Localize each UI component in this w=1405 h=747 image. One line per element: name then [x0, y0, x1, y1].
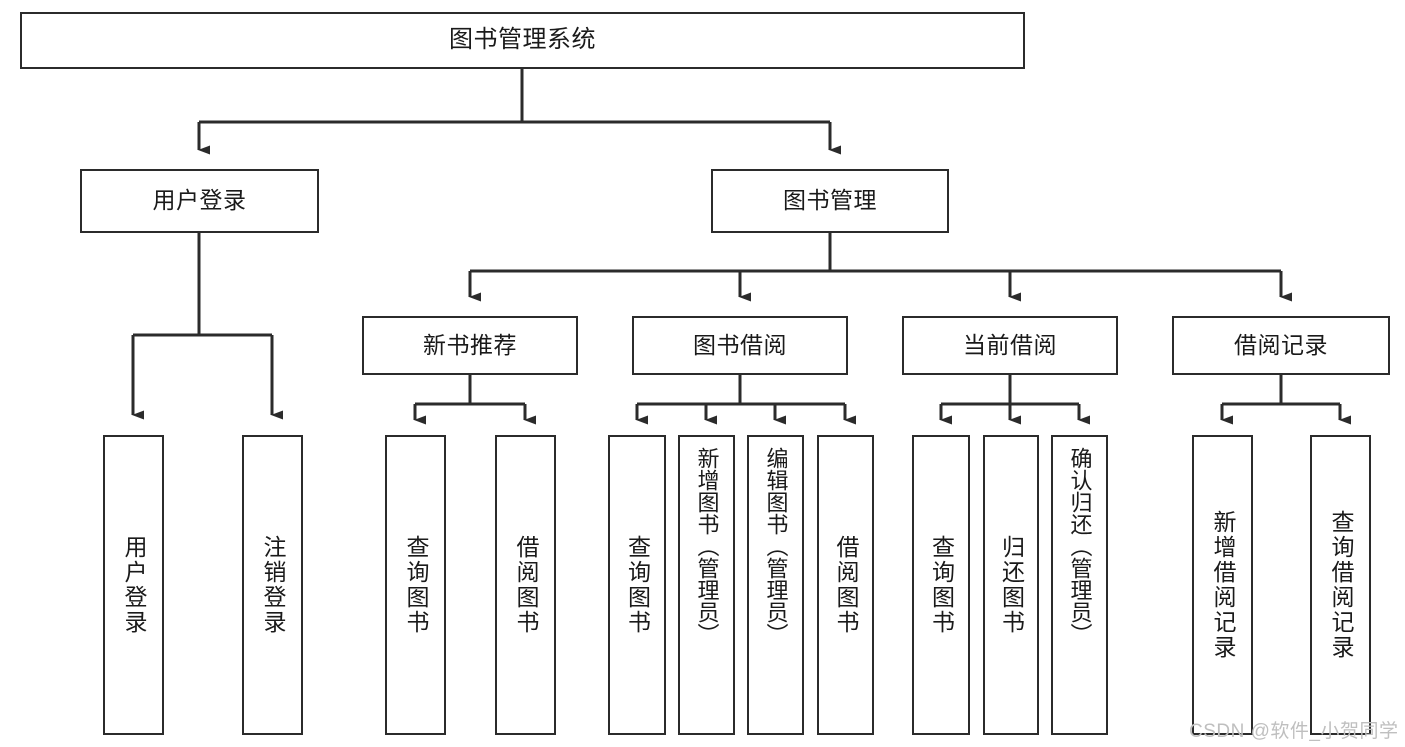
leaf-return-book[interactable]: 归还图书 [983, 435, 1039, 735]
node-label: 图书管理 [783, 187, 877, 214]
node-label: 借阅图书 [513, 535, 539, 635]
node-label: 查询图书 [928, 535, 955, 635]
leaf-add-book-admin[interactable]: 新增图书（管理员） [678, 435, 735, 735]
node-label: 借阅图书 [833, 535, 859, 635]
node-label: 新增借阅记录 [1210, 510, 1236, 660]
node-label: 图书管理系统 [449, 26, 596, 54]
node-label: 用户登录 [121, 535, 147, 635]
node-label: 注销登录 [260, 535, 286, 635]
leaf-confirm-return-admin[interactable]: 确认归还（管理员） [1051, 435, 1108, 735]
leaf-borrow-book-recommend[interactable]: 借阅图书 [495, 435, 556, 735]
node-label: 当前借阅 [963, 331, 1057, 358]
leaf-add-borrow-record[interactable]: 新增借阅记录 [1192, 435, 1253, 735]
node-new-book-recommend[interactable]: 新书推荐 [362, 316, 578, 375]
leaf-logout-login[interactable]: 注销登录 [242, 435, 303, 735]
watermark-text: CSDN @软件_小贺同学 [1189, 721, 1399, 742]
node-user-login[interactable]: 用户登录 [80, 169, 319, 233]
node-label: 用户登录 [152, 187, 247, 214]
leaf-query-borrow-record[interactable]: 查询借阅记录 [1310, 435, 1371, 735]
node-borrow-record[interactable]: 借阅记录 [1172, 316, 1390, 375]
node-book-management[interactable]: 图书管理 [711, 169, 949, 233]
node-label: 图书借阅 [693, 331, 787, 358]
node-root-book-management-system[interactable]: 图书管理系统 [20, 12, 1025, 69]
leaf-borrow-book-borrow[interactable]: 借阅图书 [817, 435, 874, 735]
node-label: 借阅记录 [1234, 331, 1328, 358]
node-book-borrow[interactable]: 图书借阅 [632, 316, 848, 375]
node-label: 确认归还（管理员） [1067, 447, 1093, 645]
node-current-borrow[interactable]: 当前借阅 [902, 316, 1118, 375]
leaf-query-book-borrow[interactable]: 查询图书 [608, 435, 666, 735]
leaf-query-book-recommend[interactable]: 查询图书 [385, 435, 446, 735]
leaf-query-book-current[interactable]: 查询图书 [912, 435, 970, 735]
leaf-edit-book-admin[interactable]: 编辑图书（管理员） [747, 435, 804, 735]
node-label: 编辑图书（管理员） [763, 447, 789, 645]
node-label: 查询图书 [403, 535, 429, 635]
node-label: 归还图书 [998, 535, 1025, 635]
node-label: 查询借阅记录 [1328, 510, 1354, 660]
node-label: 查询图书 [624, 535, 651, 635]
node-label: 新增图书（管理员） [694, 447, 720, 645]
node-label: 新书推荐 [423, 331, 517, 358]
leaf-user-login[interactable]: 用户登录 [103, 435, 164, 735]
